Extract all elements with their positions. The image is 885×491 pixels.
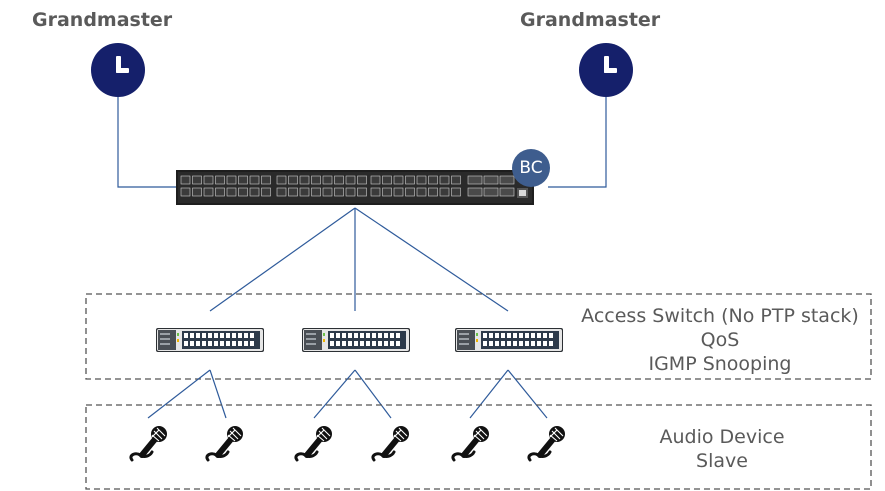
grandmaster-label-right: Grandmaster — [520, 9, 661, 31]
switch-port — [439, 175, 450, 185]
audio-device-description: Audio Device Slave — [622, 425, 822, 473]
network-switch-icon — [176, 170, 534, 205]
switch-port — [357, 175, 367, 185]
link-access3-mic6 — [507, 369, 548, 419]
access-switch-icon — [455, 328, 563, 352]
switch-port — [215, 175, 225, 185]
switch-port — [311, 175, 321, 185]
access-switch-group — [85, 293, 872, 380]
switch-port — [215, 187, 225, 197]
switch-port — [192, 187, 202, 197]
microphone-icon — [296, 426, 332, 460]
switch-port — [276, 187, 287, 197]
switch-port — [299, 187, 310, 197]
switch-port — [180, 175, 191, 185]
device-line-1: Audio Device — [659, 426, 785, 448]
switch-port — [322, 187, 333, 197]
switch-port — [370, 175, 381, 185]
switch-port — [382, 175, 392, 185]
switch-port — [393, 187, 404, 197]
switch-port — [439, 187, 450, 197]
microphone-icon — [453, 426, 489, 460]
switch-port — [203, 187, 214, 197]
switch-port — [334, 175, 344, 185]
switch-port — [405, 175, 415, 185]
switch-port — [428, 187, 438, 197]
switch-uplink-port — [467, 175, 483, 185]
access-switch-icon — [156, 328, 264, 352]
link-access2-mic4 — [354, 369, 392, 419]
link-core-access-1 — [209, 207, 356, 312]
microphone-icon — [373, 426, 409, 460]
grandmaster-link-left — [117, 97, 176, 188]
microphone-icon — [131, 426, 167, 460]
link-core-access-3 — [354, 207, 509, 312]
switch-port — [249, 187, 260, 197]
clock-icon — [91, 43, 145, 97]
switch-port — [322, 175, 333, 185]
switch-port — [428, 175, 438, 185]
switch-uplink-port — [483, 187, 499, 197]
grandmaster-link-right — [548, 97, 607, 188]
switch-port — [276, 175, 287, 185]
switch-port — [451, 187, 461, 197]
switch-port — [238, 187, 248, 197]
link-access3-mic5 — [469, 369, 509, 419]
switch-port — [226, 187, 237, 197]
switch-port — [382, 187, 392, 197]
switch-port — [311, 187, 321, 197]
switch-uplink-port — [467, 187, 483, 197]
switch-port — [357, 187, 367, 197]
switch-port — [451, 175, 461, 185]
switch-port — [393, 175, 404, 185]
switch-port — [334, 187, 344, 197]
switch-port — [345, 187, 356, 197]
access-switch-description: Access Switch (No PTP stack) QoS IGMP Sn… — [575, 304, 865, 376]
device-line-2: Slave — [696, 450, 748, 472]
switch-port — [203, 175, 214, 185]
switch-port — [226, 175, 237, 185]
switch-port — [238, 175, 248, 185]
link-access1-mic1 — [147, 369, 211, 419]
access-line-3: IGMP Snooping — [648, 353, 792, 375]
switch-port — [261, 187, 271, 197]
microphone-icon — [529, 426, 565, 460]
access-line-1: Access Switch (No PTP stack) — [581, 305, 859, 327]
switch-port — [249, 175, 260, 185]
audio-device-group — [85, 404, 872, 490]
switch-port — [192, 175, 202, 185]
switch-port — [288, 175, 298, 185]
switch-uplink-port — [483, 175, 499, 185]
switch-port — [261, 175, 271, 185]
switch-uplink-port — [499, 187, 515, 197]
access-switch-icon — [302, 328, 410, 352]
switch-port — [299, 175, 310, 185]
switch-port — [416, 187, 427, 197]
switch-uplink-port — [499, 175, 515, 185]
switch-port — [345, 175, 356, 185]
switch-port — [370, 187, 381, 197]
link-access2-mic3 — [313, 369, 356, 419]
access-line-2: QoS — [700, 329, 740, 351]
switch-port — [180, 187, 191, 197]
grandmaster-label-left: Grandmaster — [32, 9, 173, 31]
link-access1-mic2 — [209, 369, 227, 419]
switch-port — [405, 187, 415, 197]
clock-icon — [579, 43, 633, 97]
switch-port — [288, 187, 298, 197]
boundary-clock-badge: BC — [512, 149, 550, 187]
switch-port — [416, 175, 427, 185]
microphone-icon — [207, 426, 243, 460]
